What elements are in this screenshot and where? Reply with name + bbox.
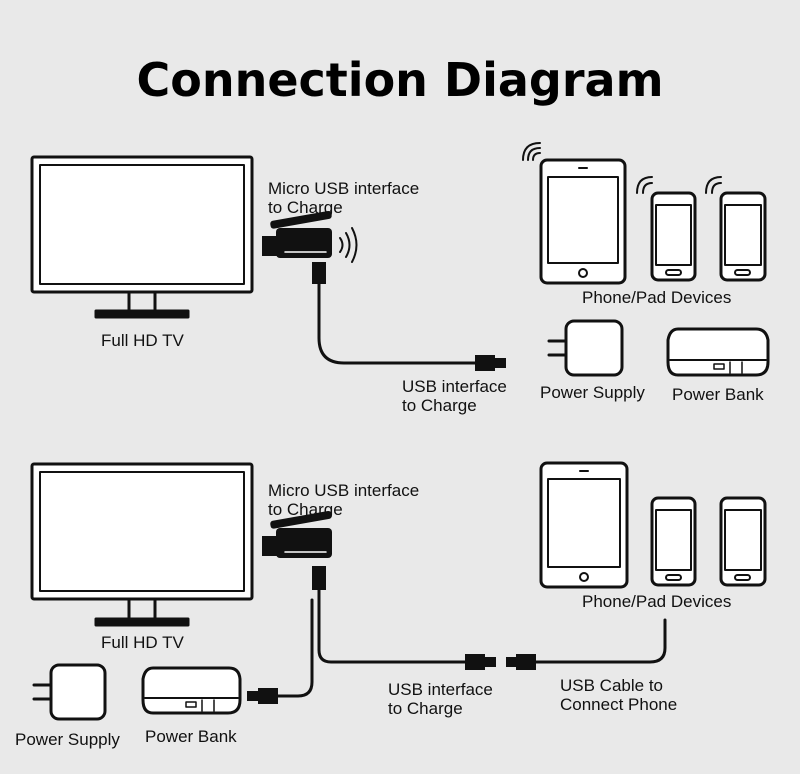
power-adapter-icon (547, 319, 624, 377)
power-supply-label: Power Supply (540, 383, 645, 402)
dongle-icon (262, 510, 332, 590)
phone-icon (650, 191, 697, 282)
usb-interface-label-line1: USB interface (388, 680, 493, 699)
power-bank-icon (666, 327, 770, 377)
devices-label: Phone/Pad Devices (582, 592, 732, 611)
phone-icon (719, 191, 767, 282)
dongle-icon (262, 210, 332, 284)
diagram-title: Connection Diagram (136, 53, 664, 107)
devices-label: Phone/Pad Devices (582, 288, 732, 307)
phone-icon (650, 496, 697, 587)
power-bank-icon (141, 666, 242, 715)
usb-cable-label-line1: USB Cable to (560, 676, 663, 695)
usb-cable (317, 282, 478, 365)
wifi-signal-icon (705, 176, 722, 194)
tv-icon (30, 155, 254, 319)
usb-interface-label-line2: to Charge (388, 699, 463, 718)
tv-label: Full HD TV (101, 633, 184, 652)
power-bank-label: Power Bank (145, 727, 237, 746)
usb-cable (276, 598, 314, 698)
wifi-signal-icon (636, 176, 653, 194)
power-adapter-icon (32, 663, 107, 721)
usb-cable (317, 588, 468, 664)
phone-icon (719, 496, 767, 587)
tablet-icon (539, 461, 629, 589)
usb-plug-icon (247, 688, 278, 704)
tv-label: Full HD TV (101, 331, 184, 350)
usb-interface-label-line1: USB interface (402, 377, 507, 396)
usb-plug-icon (506, 654, 536, 670)
usb-cable-label-line2: Connect Phone (560, 695, 678, 714)
usb-interface-label-line2: to Charge (402, 396, 477, 415)
power-supply-label: Power Supply (15, 730, 120, 749)
usb-plug-icon (475, 355, 506, 371)
power-bank-label: Power Bank (672, 385, 764, 404)
micro-usb-label-line2: to Charge (268, 198, 343, 217)
wifi-signal-icon (522, 142, 541, 161)
wifi-signal-icon (339, 227, 358, 263)
micro-usb-label-line1: Micro USB interface (268, 481, 420, 500)
usb-plug-icon (465, 654, 496, 670)
phone-cable (534, 618, 667, 664)
micro-usb-label-line2: to Charge (268, 500, 343, 519)
tv-icon (30, 462, 254, 627)
tablet-icon (539, 158, 627, 285)
micro-usb-label-line1: Micro USB interface (268, 179, 420, 198)
